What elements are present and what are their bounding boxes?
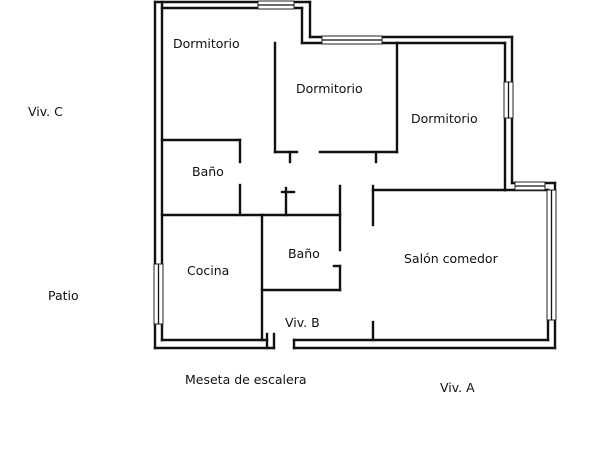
label-meseta-de-escalera: Meseta de escalera [185, 372, 307, 387]
room-label-bano-1: Baño [192, 164, 224, 179]
room-label-dormitorio-1: Dormitorio [173, 36, 240, 51]
room-label-salon-comedor: Salón comedor [404, 251, 498, 266]
room-label-dormitorio-2: Dormitorio [296, 81, 363, 96]
label-patio: Patio [48, 288, 79, 303]
room-label-dormitorio-3: Dormitorio [411, 111, 478, 126]
label-viv-b: Viv. B [285, 315, 320, 330]
label-viv-a: Viv. A [440, 380, 475, 395]
room-label-cocina: Cocina [187, 263, 230, 278]
interior-walls [160, 41, 507, 342]
label-viv-c: Viv. C [28, 104, 63, 119]
room-label-bano-2: Baño [288, 246, 320, 261]
windows [153, 0, 557, 325]
